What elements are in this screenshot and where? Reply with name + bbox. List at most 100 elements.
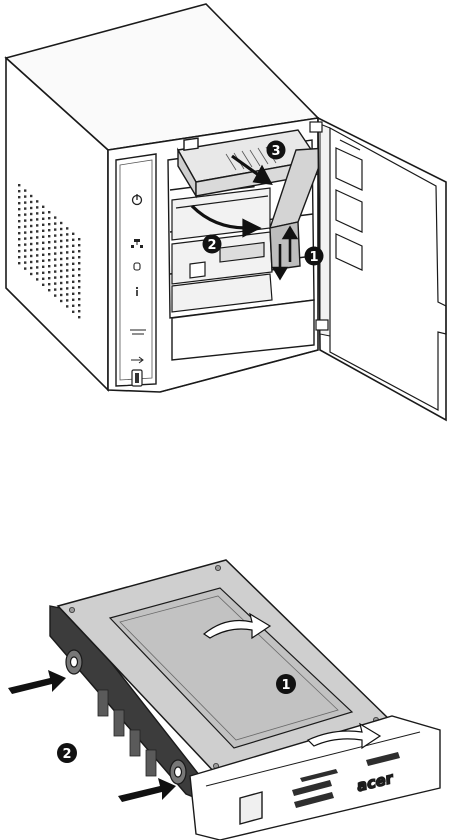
vent-hole <box>78 280 80 282</box>
vent-hole <box>36 200 38 202</box>
vent-hole <box>18 244 20 246</box>
vent-hole <box>60 270 62 272</box>
vent-hole <box>48 265 50 267</box>
vent-hole <box>72 251 74 253</box>
vent-hole <box>72 293 74 295</box>
vent-hole <box>36 254 38 256</box>
vent-hole <box>30 219 32 221</box>
usb-port[interactable] <box>132 370 142 386</box>
vent-hole <box>72 263 74 265</box>
vent-hole <box>66 287 68 289</box>
vent-hole <box>42 254 44 256</box>
vent-hole <box>60 288 62 290</box>
vent-hole <box>42 260 44 262</box>
vent-hole <box>36 206 38 208</box>
vent-hole <box>72 305 74 307</box>
vent-hole <box>72 299 74 301</box>
svg-text:2: 2 <box>207 238 216 253</box>
svg-text:3: 3 <box>271 144 280 159</box>
vent-hole <box>60 294 62 296</box>
vent-hole <box>36 224 38 226</box>
vent-hole <box>18 226 20 228</box>
vent-hole <box>42 248 44 250</box>
drive-tray-figure: acer 1 2 <box>0 540 458 840</box>
vent-hole <box>78 310 80 312</box>
vent-hole <box>30 243 32 245</box>
vent-hole <box>66 263 68 265</box>
vent-hole <box>30 249 32 251</box>
front-door-open[interactable] <box>310 118 446 420</box>
tray-latch-rear[interactable] <box>66 650 82 674</box>
vent-hole <box>48 289 50 291</box>
vent-hole <box>78 256 80 258</box>
vent-hole <box>42 266 44 268</box>
vent-hole <box>78 316 80 318</box>
tray-latch-front[interactable] <box>170 760 186 784</box>
vent-hole <box>78 268 80 270</box>
vent-hole <box>66 275 68 277</box>
vent-hole <box>66 305 68 307</box>
vent-hole <box>60 252 62 254</box>
vent-hole <box>54 276 56 278</box>
vent-hole <box>48 253 50 255</box>
vent-hole <box>78 286 80 288</box>
vent-hole <box>54 270 56 272</box>
marker-step-1: 1 <box>305 247 324 266</box>
marker-step-2: 2 <box>203 235 222 254</box>
vent-hole <box>54 228 56 230</box>
vent-hole <box>42 224 44 226</box>
vent-hole <box>18 262 20 264</box>
vent-hole <box>48 229 50 231</box>
vent-hole <box>78 262 80 264</box>
vent-hole <box>78 244 80 246</box>
vent-hole <box>72 233 74 235</box>
vent-hole <box>78 304 80 306</box>
vent-hole <box>48 217 50 219</box>
vent-hole <box>72 257 74 259</box>
vent-hole <box>78 292 80 294</box>
vent-hole <box>42 278 44 280</box>
vent-hole <box>78 250 80 252</box>
vent-hole <box>42 242 44 244</box>
vent-hole <box>30 201 32 203</box>
vent-hole <box>48 211 50 213</box>
vent-hole <box>30 261 32 263</box>
vent-hole <box>42 218 44 220</box>
vent-hole <box>54 252 56 254</box>
vent-hole <box>72 239 74 241</box>
vent-hole <box>18 250 20 252</box>
vent-hole <box>24 207 26 209</box>
vent-hole <box>24 255 26 257</box>
vent-hole <box>66 251 68 253</box>
arrow-push-rear <box>8 670 66 694</box>
vent-hole <box>72 281 74 283</box>
vent-hole <box>60 264 62 266</box>
vent-hole <box>42 284 44 286</box>
vent-hole <box>18 256 20 258</box>
info-icon <box>136 287 138 296</box>
vent-hole <box>60 246 62 248</box>
svg-text:1: 1 <box>309 250 318 265</box>
vent-hole <box>36 266 38 268</box>
vent-hole <box>48 235 50 237</box>
vent-hole <box>36 272 38 274</box>
vent-hole <box>18 238 20 240</box>
vent-hole <box>54 216 56 218</box>
vent-hole <box>54 294 56 296</box>
vent-hole <box>36 260 38 262</box>
vent-hole <box>54 258 56 260</box>
vent-hole <box>54 288 56 290</box>
vent-hole <box>48 277 50 279</box>
vent-hole <box>66 293 68 295</box>
vent-hole <box>60 228 62 230</box>
vent-hole <box>36 236 38 238</box>
vent-hole <box>66 245 68 247</box>
vent-hole <box>42 212 44 214</box>
vent-hole <box>18 190 20 192</box>
vent-hole <box>24 195 26 197</box>
vent-hole <box>24 189 26 191</box>
vent-hole <box>48 241 50 243</box>
vent-hole <box>18 202 20 204</box>
vent-hole <box>24 213 26 215</box>
marker-step-2: 2 <box>57 743 77 763</box>
